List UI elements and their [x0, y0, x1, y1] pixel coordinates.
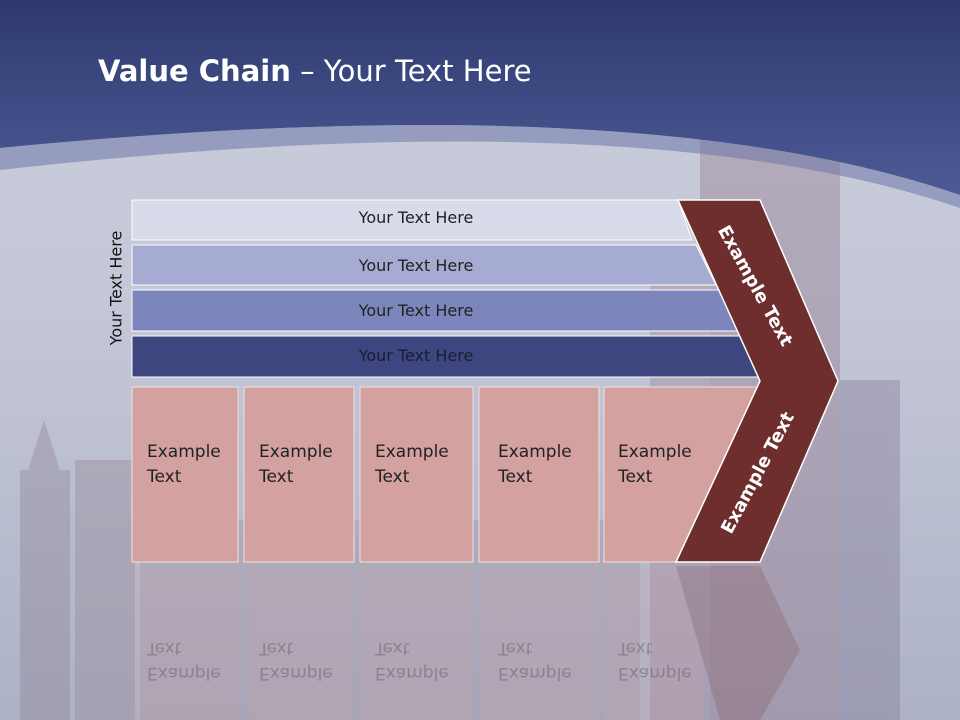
margin-chevron — [674, 199, 839, 563]
primary-label-1-line1: Example — [147, 442, 221, 462]
primary-box-3 — [359, 386, 474, 563]
primary-box-1 — [131, 386, 239, 563]
reflection-label-5-line1: Example — [618, 663, 692, 683]
reflection-label-3: Example Text — [375, 635, 449, 685]
support-bar-1 — [131, 199, 693, 241]
reflection-label-2-line2: Text — [259, 638, 294, 658]
side-label: Your Text Here — [106, 230, 126, 346]
support-label-1: Your Text Here — [358, 208, 474, 227]
primary-label-4-line2: Text — [498, 467, 533, 487]
reflection-label-1: Example Text — [147, 635, 221, 685]
primary-box-2 — [243, 386, 355, 563]
header-band — [0, 0, 960, 195]
support-label-4: Your Text Here — [358, 346, 474, 365]
primary-label-5-line2: Text — [618, 467, 653, 487]
primary-label-3-line2: Text — [375, 467, 410, 487]
reflection — [132, 566, 800, 720]
title-bold: Value Chain — [98, 54, 291, 88]
primary-label-5-line1: Example — [618, 442, 692, 462]
primary-label-4-line1: Example — [498, 442, 572, 462]
primary-label-3-line1: Example — [375, 442, 449, 462]
primary-label-1-line2: Text — [147, 467, 182, 487]
title-rest: – Your Text Here — [290, 54, 532, 88]
primary-label-2-line1: Example — [259, 442, 333, 462]
slide-title: Value Chain – Your Text Here — [98, 54, 532, 88]
reflection-label-3-line2: Text — [375, 638, 410, 658]
primary-label-2-line2: Text — [259, 467, 294, 487]
reflection-label-5: Example Text — [618, 635, 692, 685]
reflection-label-4-line1: Example — [498, 663, 572, 683]
reflection-label-1-line1: Example — [147, 663, 221, 683]
support-label-2: Your Text Here — [358, 256, 474, 275]
reflection-label-3-line1: Example — [375, 663, 449, 683]
reflection-label-2-line1: Example — [259, 663, 333, 683]
support-label-3: Your Text Here — [358, 301, 474, 320]
reflection-label-4: Example Text — [498, 635, 572, 685]
reflection-label-2: Example Text — [259, 635, 333, 685]
primary-box-4 — [478, 386, 600, 563]
reflection-label-4-line2: Text — [498, 638, 533, 658]
reflection-label-5-line2: Text — [618, 638, 653, 658]
reflection-label-1-line2: Text — [147, 638, 182, 658]
